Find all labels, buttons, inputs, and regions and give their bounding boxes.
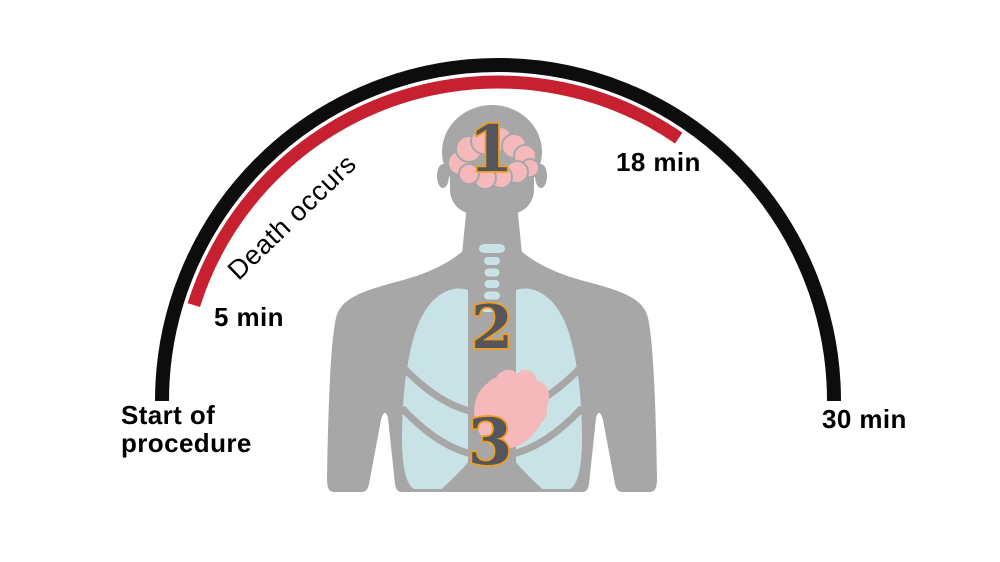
- five-min-label: 5 min: [214, 302, 284, 332]
- start-label-line1: Start of: [121, 400, 216, 430]
- start-label-line2: procedure: [121, 428, 252, 458]
- start-of-procedure-label: Start of procedure: [121, 401, 252, 457]
- heart-icon: [474, 369, 549, 449]
- death-window-arc: [187, 75, 683, 308]
- left-ear-shape: [437, 164, 449, 188]
- sternum-wedge: [438, 424, 546, 492]
- thirty-min-label: 30 min: [822, 404, 907, 434]
- right-lung-shape: [516, 288, 582, 489]
- timeline-arc: [155, 58, 841, 402]
- organ-number-2: 2: [471, 293, 513, 363]
- brain-icon: [447, 126, 540, 190]
- lungs-icon: [402, 288, 582, 489]
- left-lung-shape: [402, 288, 468, 489]
- eighteen-min-label: 18 min: [616, 147, 701, 177]
- organ-number-3: 3: [468, 405, 513, 480]
- organ-number-1: 1: [469, 112, 514, 187]
- neck-shape: [461, 194, 523, 264]
- spine-vertebrae: [479, 244, 505, 312]
